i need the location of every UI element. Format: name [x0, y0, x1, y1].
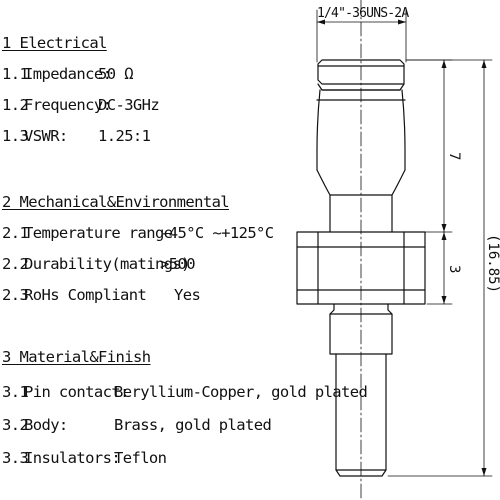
spec-num: 2.1: [2, 224, 29, 242]
spec-value: Teflon: [114, 449, 167, 467]
spec-value: DC-3GHz: [98, 96, 160, 114]
thread-label: 1/4"-36UNS-2A: [317, 6, 409, 21]
spec-label: Pin contact:: [24, 383, 129, 401]
spec-value: 1.25:1: [98, 127, 151, 145]
dim-nut-label: 3: [446, 265, 462, 273]
dimension-total: (16.85): [387, 59, 500, 477]
dim-upper-label: 7: [446, 152, 462, 160]
dimension-nut: 3: [426, 231, 462, 305]
spec-value: Brass, gold plated: [114, 416, 272, 434]
spec-label: VSWR:: [24, 127, 68, 145]
spec-num: 2.3: [2, 286, 29, 304]
spec-label: Temperature range: [24, 224, 173, 242]
section-title-mechanical: 2 Mechanical&Environmental: [2, 193, 230, 211]
spec-value: -45°C ~+125°C: [160, 224, 274, 242]
dim-total-label: (16.85): [485, 234, 500, 293]
spec-value: Yes: [174, 286, 201, 304]
spec-value: 50 Ω: [98, 65, 134, 83]
spec-num: 1.1: [2, 65, 29, 83]
spec-label: Frequency:: [24, 96, 112, 114]
dimension-upper: 7: [405, 59, 462, 233]
spec-num: 3.1: [2, 383, 29, 401]
connector-body: [296, 59, 426, 477]
spec-num: 2.2: [2, 255, 29, 273]
spec-label: Durability(matings): [24, 255, 191, 273]
spec-value: Beryllium-Copper, gold plated: [114, 383, 368, 401]
spec-num: 1.2: [2, 96, 29, 114]
section-title-electrical: 1 Electrical: [2, 34, 107, 52]
spec-num: 1.3: [2, 127, 29, 145]
spec-label: Insulators:: [24, 449, 121, 467]
spec-label: RoHs Compliant: [24, 286, 147, 304]
spec-num: 3.2: [2, 416, 29, 434]
spec-label: Impedance:: [24, 65, 112, 83]
spec-value: >500: [160, 255, 196, 273]
spec-num: 3.3: [2, 449, 29, 467]
section-title-material: 3 Material&Finish: [2, 348, 151, 366]
thread-dimension: 1/4"-36UNS-2A: [316, 6, 410, 63]
spec-label: Body:: [24, 416, 68, 434]
